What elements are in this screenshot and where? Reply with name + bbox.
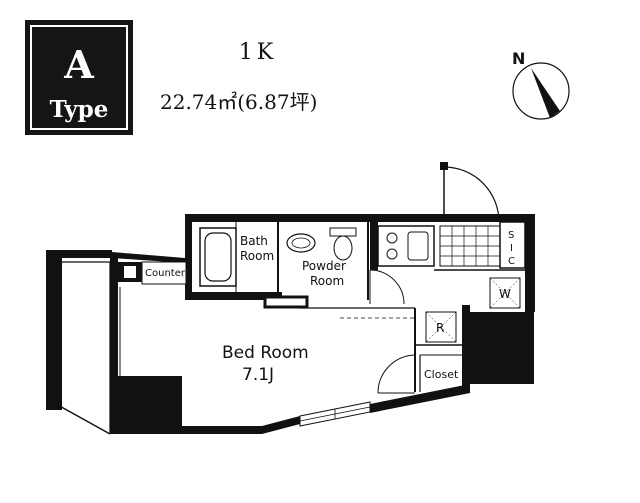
type-letter: A xyxy=(64,42,94,87)
type-badge: A Type xyxy=(25,20,133,135)
powder-door-icon xyxy=(369,269,405,305)
column-right xyxy=(470,312,534,384)
window-bottom xyxy=(299,401,371,427)
compass-north-label: N xyxy=(512,49,525,68)
partition-stub xyxy=(263,295,309,309)
type-badge-frame: A Type xyxy=(30,25,128,130)
type-word: Type xyxy=(49,96,109,123)
washer-label: W xyxy=(499,287,511,301)
refrigerator-space: R xyxy=(414,308,462,392)
closet-label: Closet xyxy=(424,368,459,381)
bath-label-line1: Bath xyxy=(240,234,268,248)
kitchen xyxy=(377,225,435,267)
entrance-door-icon xyxy=(440,162,500,223)
washer-space: W xyxy=(489,277,521,309)
sic-letter-1: S xyxy=(508,230,514,241)
shoe-in-closet: S I C xyxy=(499,221,526,269)
closet: Closet xyxy=(419,354,462,392)
plan-area: 22.74㎡(6.87坪) xyxy=(160,90,318,114)
sic-letter-2: I xyxy=(510,243,513,254)
column-bottom-left xyxy=(112,376,182,432)
powder-label-line1: Powder xyxy=(302,259,346,273)
refrigerator-label: R xyxy=(436,321,444,335)
sic-letter-3: C xyxy=(508,256,515,267)
counter-label: Counter xyxy=(145,268,186,279)
counter: Counter xyxy=(118,261,187,285)
bath-label-line2: Room xyxy=(240,249,274,263)
plan-layout-type: 1K xyxy=(238,40,278,65)
compass-icon: N xyxy=(512,49,570,120)
powder-label-line2: Room xyxy=(310,274,344,288)
powder-room: Powder Room xyxy=(286,222,369,300)
bedroom-label: Bed Room xyxy=(222,343,309,363)
bedroom-size: 7.1J xyxy=(242,365,274,385)
entry-tiles xyxy=(434,225,525,271)
bath-room: Bath Room xyxy=(199,222,279,292)
balcony xyxy=(46,252,121,435)
closet-door-icon xyxy=(377,354,416,394)
